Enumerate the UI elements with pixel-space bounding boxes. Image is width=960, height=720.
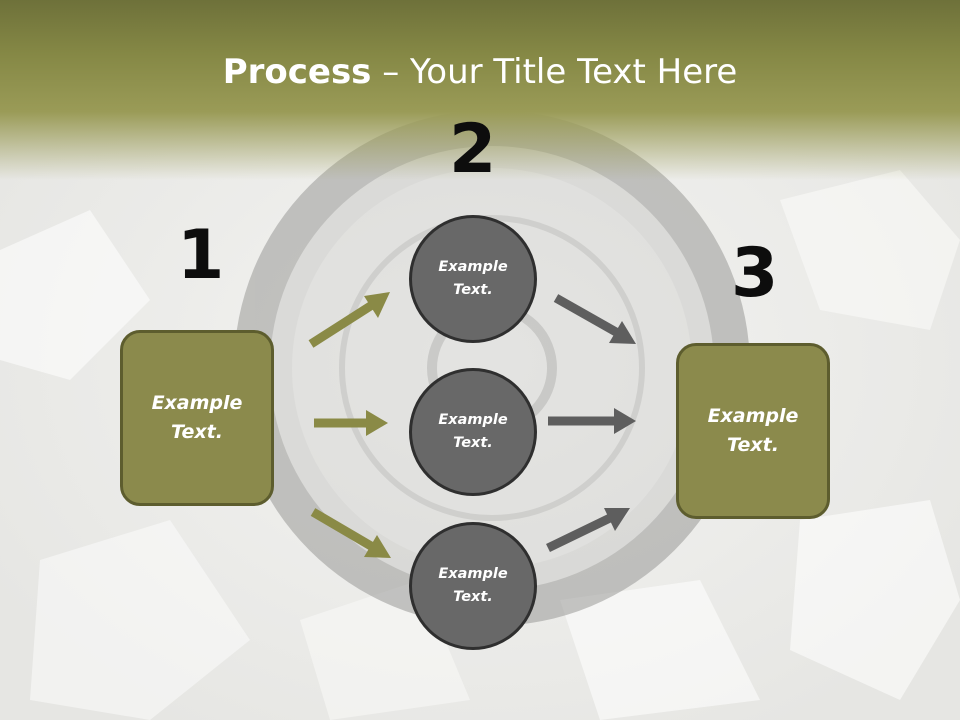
circle-bottom-label: Example Text. (438, 566, 508, 605)
title-bar (0, 0, 960, 180)
title-rest: – Your Title Text Here (371, 52, 738, 92)
title-bold: Process (222, 52, 372, 92)
step-1-box: Example Text. (120, 330, 274, 506)
slide-title: Process – Your Title Text Here (0, 52, 960, 92)
arrow-1-to-circle-top (308, 292, 390, 348)
can-lid (234, 110, 750, 626)
step-3-number: 3 (731, 234, 779, 313)
step-1-label: Example Text. (151, 392, 243, 443)
step-2-number: 2 (449, 110, 497, 189)
arrow-circle-top-to-3 (553, 294, 636, 344)
step-2-circle-top: Example Text. (409, 215, 537, 343)
step-3-label: Example Text. (707, 405, 799, 456)
arrow-circle-bottom-to-3 (546, 508, 630, 553)
step-2-circle-middle: Example Text. (409, 368, 537, 496)
ice-texture (0, 170, 960, 720)
step-2-circle-bottom: Example Text. (409, 522, 537, 650)
arrow-circle-middle-to-3 (548, 408, 636, 434)
step-1-number: 1 (177, 216, 225, 295)
arrow-1-to-circle-middle (314, 410, 388, 436)
step-3-box: Example Text. (676, 343, 830, 519)
circle-top-label: Example Text. (438, 259, 508, 298)
arrow-1-to-circle-bottom (310, 508, 391, 558)
circle-middle-label: Example Text. (438, 412, 508, 451)
